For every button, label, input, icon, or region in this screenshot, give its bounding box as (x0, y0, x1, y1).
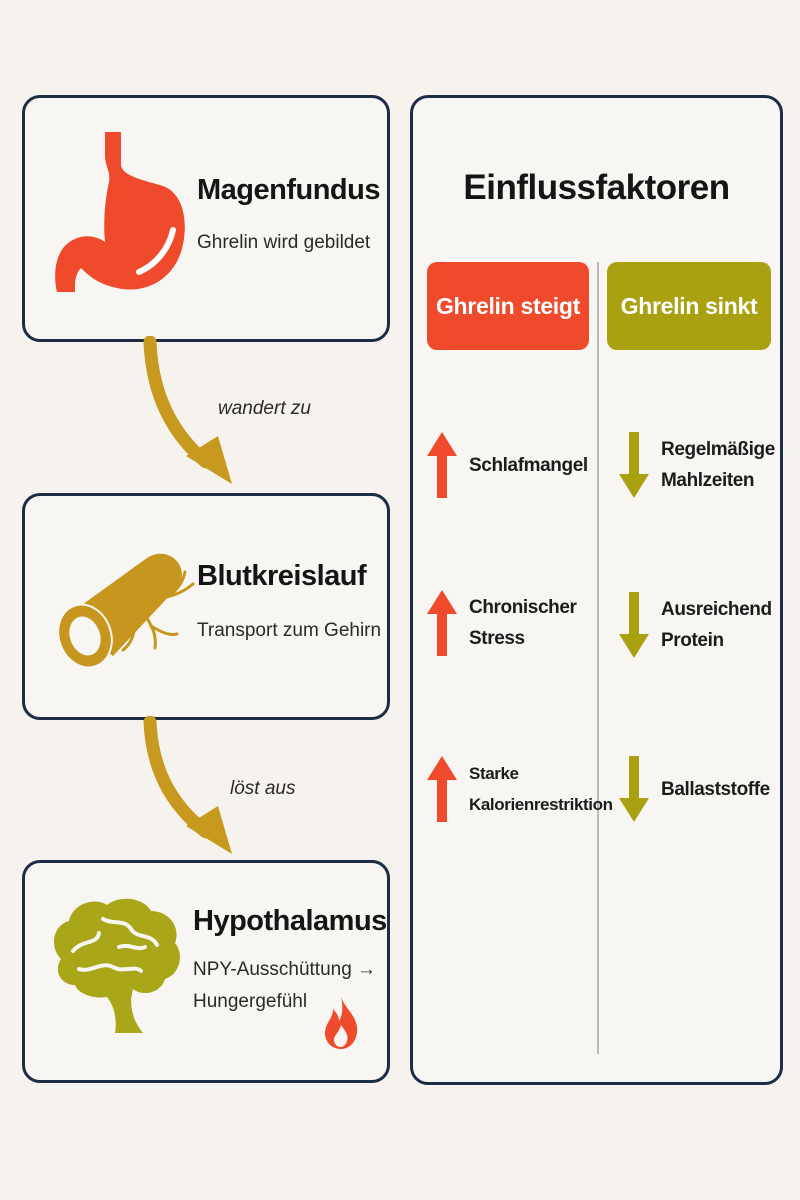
step-subtitle: Transport zum Gehirn (197, 620, 382, 641)
step-title: Hypothalamus (193, 905, 387, 937)
panel-title: Einflussfaktoren (463, 168, 730, 207)
step-title: Magenfundus (197, 174, 381, 206)
connector-arrow-2 (143, 716, 232, 854)
step-card-blutkreislauf: Blutkreislauf Transport zum Gehirn (22, 493, 390, 720)
arrow-up-icon (427, 590, 457, 656)
step-title: Blutkreislauf (197, 560, 367, 592)
factor-label-line-1: Starke (469, 764, 519, 783)
connector-label-1: wandert zu (218, 398, 311, 419)
arrow-up-icon (427, 756, 457, 822)
step-card-magenfundus: Magenfundus Ghrelin wird gebildet (22, 95, 390, 342)
influence-factors-panel: Einflussfaktoren Ghrelin steigt Ghrelin … (410, 95, 783, 1085)
column-divider (597, 262, 599, 1054)
connector-arrow-1 (143, 336, 232, 484)
header-ghrelin-increases: Ghrelin steigt (427, 262, 589, 350)
arrow-up-icon (427, 432, 457, 498)
factor-label-line-2: Stress (469, 628, 525, 649)
step-subtitle: Ghrelin wird gebildet (197, 232, 371, 253)
factor-label-line-1: Regelmäßige (661, 439, 775, 460)
stomach-icon (55, 132, 185, 292)
decrease-factor: Ballaststoffe (619, 756, 770, 822)
step-card-hypothalamus: Hypothalamus NPY-Ausschüttung → Hungerge… (22, 860, 390, 1083)
factor-label: Schlafmangel (469, 454, 588, 476)
flame-icon (325, 997, 358, 1049)
step-subtitle-line-1: NPY-Ausschüttung → (193, 959, 377, 980)
factor-label-line-2: Protein (661, 630, 724, 651)
arrow-down-icon (619, 756, 649, 822)
factor-label-line-2: Mahlzeiten (661, 470, 755, 491)
decrease-factor: Regelmäßige Mahlzeiten (619, 432, 775, 498)
brain-icon (54, 898, 180, 1033)
header-ghrelin-decreases: Ghrelin sinkt (607, 262, 771, 350)
factor-label-line-2: Kalorienrestriktion (469, 795, 613, 814)
factor-label-line-1: Chronischer (469, 597, 577, 618)
factor-label: Ballaststoffe (661, 778, 770, 800)
arrow-down-icon (619, 592, 649, 658)
arrow-down-icon (619, 432, 649, 498)
decrease-factor: Ausreichend Protein (619, 592, 772, 658)
increase-factor: Schlafmangel (427, 432, 588, 498)
step-subtitle-line-2: Hungergefühl (193, 991, 308, 1012)
increase-factor: Starke Kalorienrestriktion (427, 756, 613, 822)
increase-factor: Chronischer Stress (427, 590, 577, 656)
factor-label-line-1: Ausreichend (661, 599, 772, 620)
blood-vessel-icon (57, 553, 195, 669)
connector-label-2: löst aus (230, 778, 296, 799)
